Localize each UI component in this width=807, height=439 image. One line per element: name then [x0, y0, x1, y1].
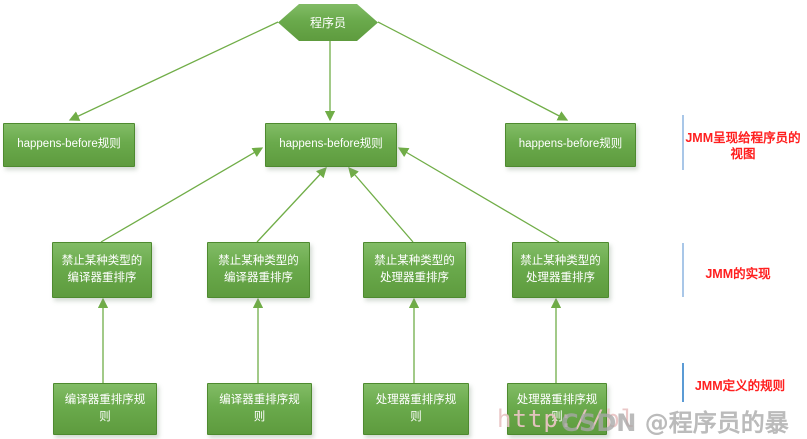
annotation-jmm-implementation: JMM的实现: [705, 267, 771, 281]
node-compiler-reorder-rule-1: 编译器重排序规 则: [53, 383, 157, 435]
watermark-csdn-brand-text: CSDN @程序员的暴击: [561, 409, 789, 437]
node-compiler-reorder-rule-2: 编译器重排序规 则: [207, 383, 312, 435]
node-forbid-processor-reorder-2: 禁止某种类型的 处理器重排序: [512, 242, 609, 298]
annotation-jmm-view: JMM呈现给程序员的 视图: [685, 131, 801, 162]
node-happens-before-rule-3: happens-before规则: [505, 123, 636, 167]
node-forbid-compiler-reorder-1: 禁止某种类型的 编译器重排序: [52, 242, 152, 298]
arrow-root-to-rule1: [68, 21, 279, 121]
bracket-line-rules-layer: [682, 363, 684, 402]
node-processor-reorder-rule-1: 处理器重排序规 则: [363, 383, 469, 435]
node-programmer: 程序员: [278, 4, 378, 41]
node-happens-before-rule-1: happens-before规则: [3, 123, 135, 167]
watermark-url-text: http://bl: [497, 405, 637, 433]
bracket-line-view-layer: [682, 115, 684, 170]
bracket-line-implementation-layer: [682, 243, 684, 297]
node-happens-before-rule-2: happens-before规则: [265, 123, 397, 167]
annotation-jmm-defined-rules: JMM定义的规则: [694, 379, 786, 393]
arrow-forbid3-to-rule2: [348, 167, 414, 243]
node-processor-reorder-rule-2: 处理器重排序规 则: [507, 383, 607, 435]
node-forbid-compiler-reorder-2: 禁止某种类型的 编译器重排序: [207, 242, 310, 298]
arrow-root-to-rule3: [377, 21, 569, 121]
node-forbid-processor-reorder-1: 禁止某种类型的 处理器重排序: [363, 242, 466, 298]
arrow-forbid2-to-rule2: [256, 167, 327, 243]
